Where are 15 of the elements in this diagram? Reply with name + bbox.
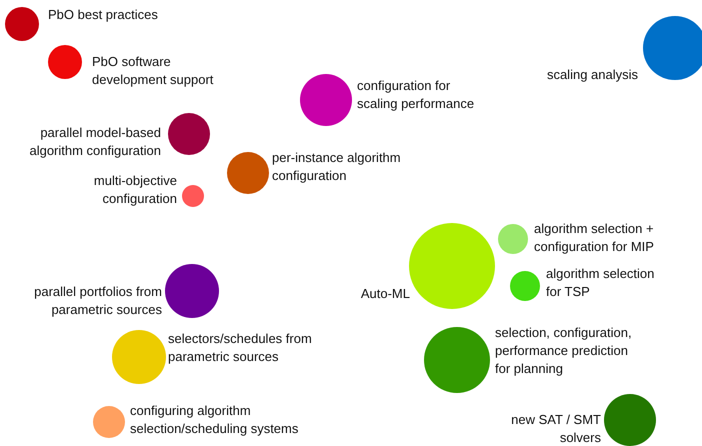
bubble-label: algorithm selection for TSP <box>546 265 656 301</box>
bubble-label: new SAT / SMT solvers <box>510 411 601 446</box>
bubble-label: selectors/schedules from parametric sources <box>168 330 313 366</box>
bubble-label: selection, configuration, performance prediction for planning <box>495 324 633 378</box>
bubble-label: parallel portfolios from parametric sources <box>33 283 162 319</box>
bubble-label: Auto-ML <box>360 285 410 303</box>
bubble-label: configuring algorithm selection/scheduling systems <box>130 402 300 438</box>
bubble-label: per-instance algorithm configuration <box>272 149 402 185</box>
bubble-label: scaling analysis <box>546 66 638 84</box>
bubble-label: PbO best practices <box>48 6 158 24</box>
bubble-label: PbO software development support <box>92 53 214 89</box>
bubble-label: algorithm selection + configuration for MIP <box>534 220 655 256</box>
bubble-label: multi-objective configuration <box>92 172 177 208</box>
bubble-label: configuration for scaling performance <box>357 77 476 113</box>
bubble-label: parallel model-based algorithm configuration <box>28 124 161 160</box>
